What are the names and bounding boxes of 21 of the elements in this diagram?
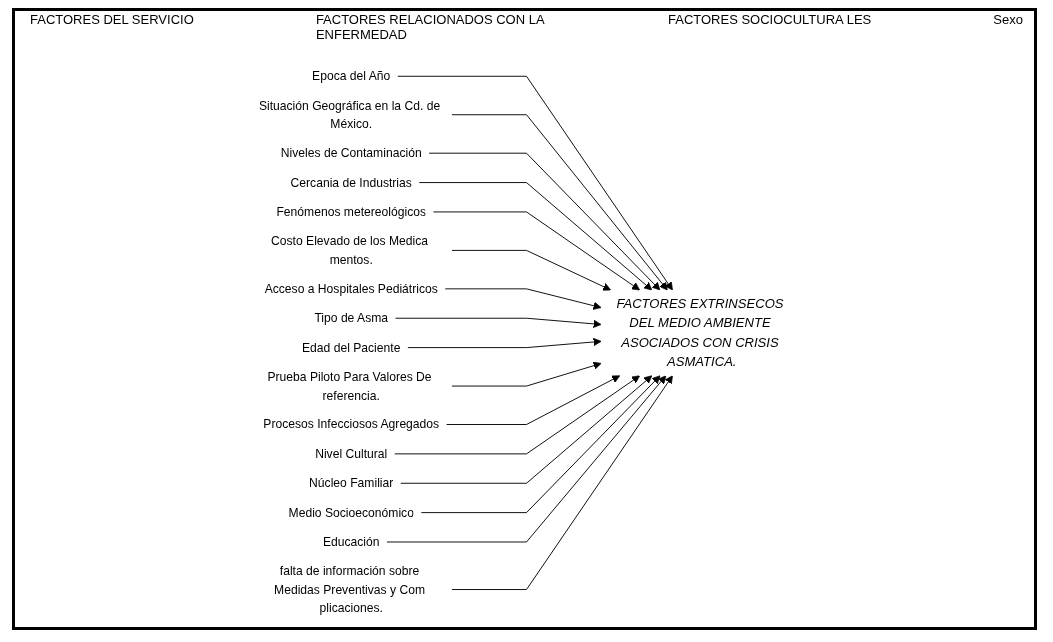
node-text: Tipo de Asma [314, 311, 389, 325]
node-text: FACTORES EXTRINSECOS DEL MEDIO AMBIENTE ASOCIADOS CON CRISIS ASMATICA. [616, 295, 784, 370]
node-text: Fenómenos metereológicos [276, 204, 426, 219]
node-text: Situación Geográfica en la Cd. de México. [258, 98, 441, 131]
node-text: Nivel Cultural [315, 446, 388, 461]
factor-label: Sexo [993, 12, 1023, 29]
node-text: Epoca del Año [312, 69, 391, 84]
node-text: Acceso a Hospitales Pediátricos [264, 281, 438, 296]
node-text: Núcleo Familiar [309, 476, 394, 491]
node-text: Niveles de Contaminación [280, 145, 422, 160]
factor-label: FACTORES RELACIONADOS CON LA ENFERMEDAD [315, 12, 546, 42]
node-text: Cercania de Industrias [290, 175, 412, 190]
node-text: Medio Socioeconómico [288, 505, 414, 520]
node-text: Prueba Piloto Para Valores De referencia. [267, 369, 432, 402]
node-text: Educación [322, 534, 380, 549]
node-text: Procesos Infecciosos Agregados [263, 417, 440, 432]
node-text: Costo Elevado de los Medica mentos. [271, 234, 429, 267]
node-text: falta de información sobre Medidas Preventivas y Com plicaciones. [274, 564, 425, 615]
factor-label: FACTORES DEL SERVICIO [30, 12, 194, 29]
factor-label: FACTORES SOCIOCULTURA LES [668, 12, 872, 29]
node-text: Edad del Paciente [302, 340, 401, 355]
